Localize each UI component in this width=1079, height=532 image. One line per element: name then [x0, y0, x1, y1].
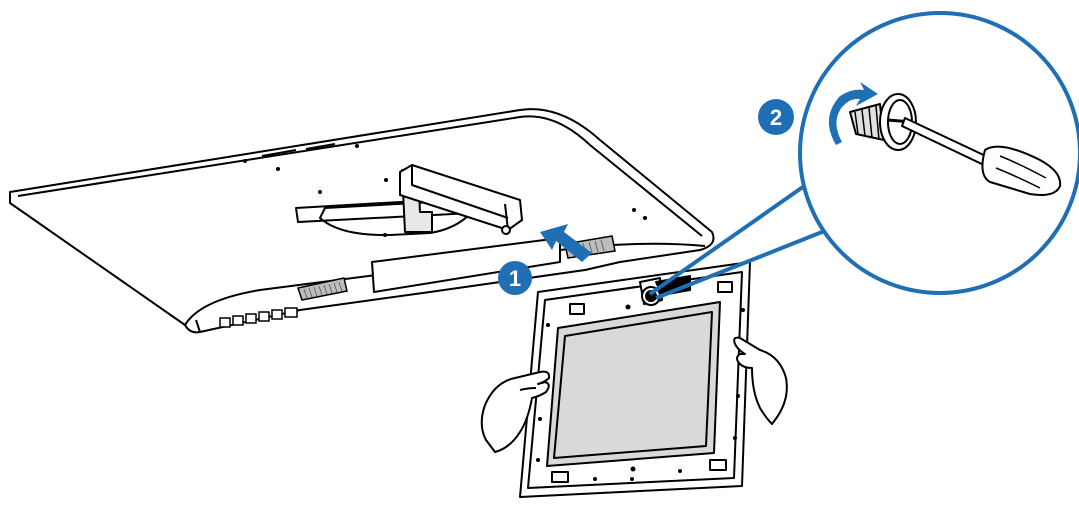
step-number-2: 2 [770, 105, 782, 130]
step-number-1: 1 [509, 266, 521, 291]
wall-mount-bracket [519, 261, 751, 498]
screw-icon [849, 93, 917, 151]
brand-marks [261, 143, 336, 157]
control-buttons [219, 307, 298, 328]
hand-icon-left [480, 370, 551, 453]
magnifier-callout [648, 11, 1079, 300]
push-arrow-icon [540, 224, 592, 262]
monitor-screw-holes [243, 144, 647, 237]
step-badge-1: 1 [498, 261, 532, 295]
hand-icon-right [733, 336, 788, 425]
vent-left [297, 277, 348, 301]
rotate-arrow-icon [828, 82, 878, 145]
step-badge-2: 2 [758, 99, 794, 135]
monitor-body [9, 108, 715, 334]
screwdriver-icon [901, 117, 1062, 196]
bracket-holes [536, 304, 745, 481]
